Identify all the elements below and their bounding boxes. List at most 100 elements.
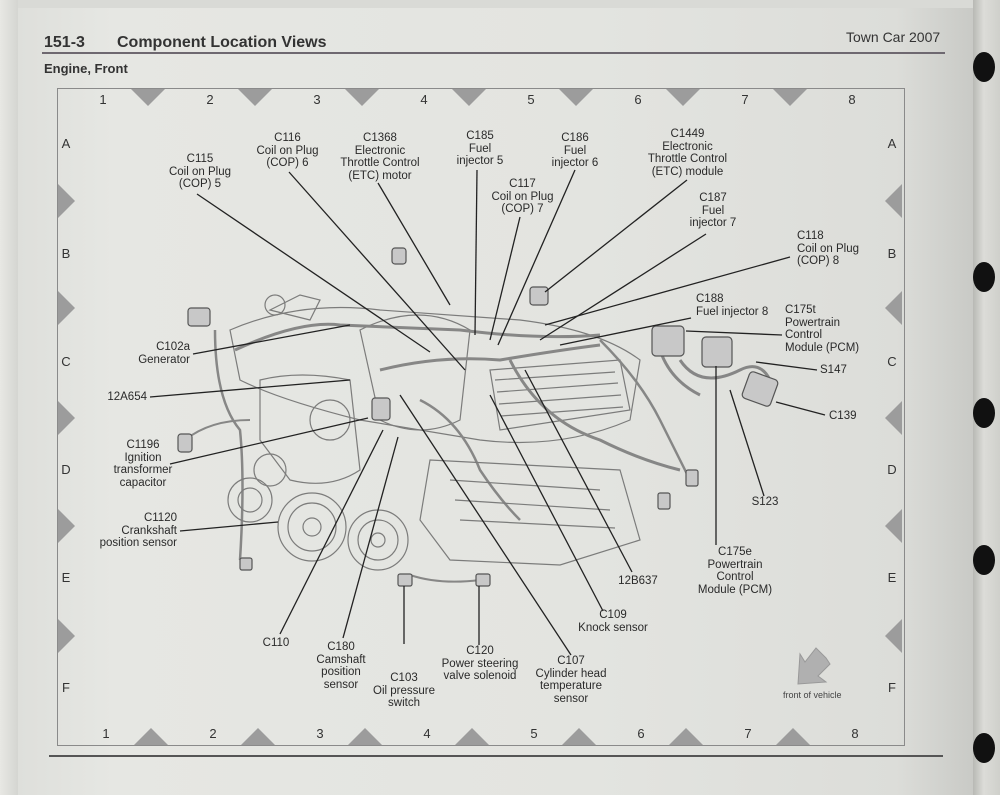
connector-c139 — [741, 371, 779, 407]
grid-marker-triangle — [58, 509, 75, 543]
grid-marker-triangle — [776, 728, 810, 745]
grid-marker-triangle — [134, 728, 168, 745]
grid-row-label-left: B — [61, 246, 71, 261]
grid-marker-triangle — [885, 401, 902, 435]
grid-column-label-bottom: 2 — [209, 726, 217, 741]
connector-harness-end — [239, 557, 253, 571]
diagram-frame — [57, 88, 905, 746]
callout-12B637: 12B637 — [618, 575, 658, 587]
grid-column-label-top: 1 — [99, 92, 107, 107]
leader-C180 — [342, 436, 399, 639]
leader-C188 — [559, 317, 692, 346]
leader-C102a — [192, 324, 351, 355]
leader-C116 — [288, 171, 466, 371]
connector-cop6 — [391, 247, 407, 265]
grid-column-label-bottom: 8 — [851, 726, 859, 741]
section-title: Component Location Views — [117, 34, 327, 51]
front-of-vehicle-label: front of vehicle — [783, 690, 842, 700]
grid-column-label-bottom: 6 — [637, 726, 645, 741]
grid-column-label-bottom: 7 — [744, 726, 752, 741]
grid-marker-triangle — [348, 728, 382, 745]
connector-ps-solenoid — [475, 573, 491, 587]
grid-marker-triangle — [58, 401, 75, 435]
grid-column-label-top: 4 — [420, 92, 428, 107]
connector-pcm-c175t — [651, 325, 685, 357]
front-of-vehicle-arrow — [797, 647, 831, 685]
grid-marker-triangle — [773, 89, 807, 106]
connector-oil-pressure — [397, 573, 413, 587]
grid-row-label-right: E — [887, 570, 897, 585]
leader-C118 — [544, 256, 791, 326]
grid-column-label-top: 6 — [634, 92, 642, 107]
binder-hole — [973, 262, 995, 292]
grid-column-label-top: 2 — [206, 92, 214, 107]
arrow-down-left-icon — [797, 647, 831, 685]
grid-row-label-left: F — [62, 680, 70, 695]
grid-marker-triangle — [885, 184, 902, 218]
grid-column-label-top: 5 — [527, 92, 535, 107]
grid-row-label-left: A — [61, 136, 71, 151]
leader-C109 — [489, 394, 604, 612]
grid-column-label-top: 8 — [848, 92, 856, 107]
page-subtitle: Engine, Front — [44, 61, 128, 76]
leader-C117 — [489, 216, 521, 341]
grid-column-label-top: 3 — [313, 92, 321, 107]
grid-row-label-right: D — [887, 462, 897, 477]
leader-S147 — [755, 361, 818, 371]
grid-row-label-left: D — [61, 462, 71, 477]
leader-C185 — [474, 169, 478, 336]
vehicle-model: Town Car 2007 — [846, 29, 941, 45]
binder-hole — [973, 733, 995, 763]
connector-harness-end — [657, 492, 671, 510]
leader-C1120 — [179, 521, 279, 532]
grid-marker-triangle — [58, 619, 75, 653]
grid-marker-triangle — [885, 619, 902, 653]
grid-column-label-bottom: 5 — [530, 726, 538, 741]
grid-marker-triangle — [131, 89, 165, 106]
callout-S123: S123 — [751, 496, 779, 508]
grid-marker-triangle — [241, 728, 275, 745]
leader-C187 — [539, 233, 707, 341]
leader-C175t — [685, 330, 783, 336]
leader-C1449 — [544, 179, 688, 293]
leader-C1196 — [169, 417, 369, 465]
binder-hole — [973, 52, 995, 82]
grid-marker-triangle — [562, 728, 596, 745]
connector-harness-end — [685, 469, 699, 487]
grid-row-label-left: E — [61, 570, 71, 585]
grid-marker-triangle — [455, 728, 489, 745]
connector-generator — [187, 307, 211, 327]
leader-S123 — [729, 389, 765, 497]
connector-capacitor — [177, 433, 193, 453]
grid-marker-triangle — [885, 509, 902, 543]
leader-12A654 — [149, 379, 351, 398]
leader-C110 — [279, 429, 384, 635]
grid-marker-triangle — [58, 291, 75, 325]
grid-marker-triangle — [669, 728, 703, 745]
callout-C139: C139 — [829, 410, 857, 422]
grid-column-label-bottom: 3 — [316, 726, 324, 741]
binder-hole — [973, 398, 995, 428]
connector-pcm-c175e — [701, 336, 733, 368]
binder-hole — [973, 545, 995, 575]
footer-rule — [49, 755, 943, 757]
page-margin-left — [0, 0, 18, 795]
grid-marker-triangle — [559, 89, 593, 106]
leader-C186 — [497, 169, 576, 346]
